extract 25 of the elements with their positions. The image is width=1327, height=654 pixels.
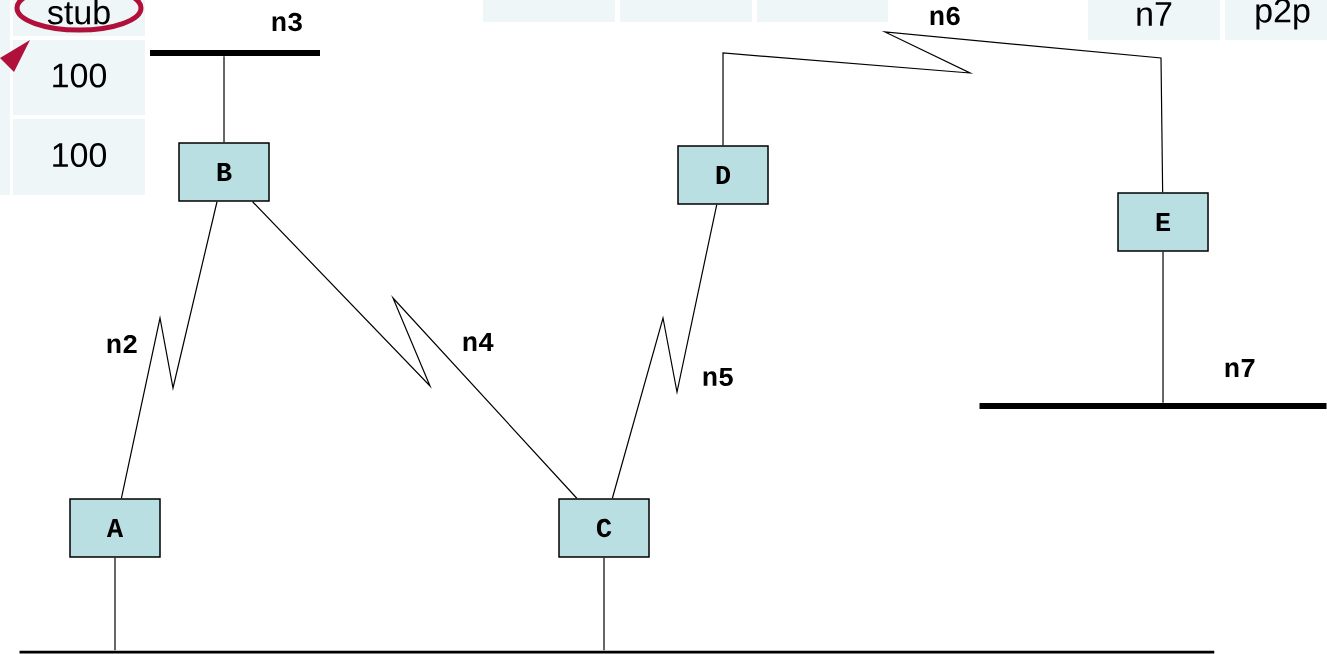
network-bus: n3	[150, 12, 320, 56]
table-cell: 100	[13, 40, 145, 115]
node-label: n3	[272, 12, 302, 32]
router-box: E	[1117, 192, 1209, 252]
serial-link	[252, 201, 578, 499]
network-bus: n7	[979, 359, 1327, 409]
link-line	[1162, 251, 1164, 404]
serial-link	[120, 201, 218, 499]
link-line	[603, 557, 605, 651]
router-box: B	[178, 142, 270, 202]
edge-label: n5	[700, 367, 736, 388]
router-box: D	[677, 145, 769, 205]
link-line	[223, 55, 225, 143]
network-bus	[19, 650, 1215, 654]
router-box: C	[558, 498, 650, 558]
serial-link	[722, 31, 1164, 193]
edge-label: n6	[927, 5, 963, 27]
edge-label: n4	[460, 332, 496, 352]
node-label: n7	[1225, 359, 1255, 377]
serial-link	[611, 204, 718, 499]
edge-label: n2	[104, 334, 140, 355]
table-cell: n7	[1088, 0, 1220, 40]
table-cell: 100	[13, 119, 145, 195]
router-box: A	[69, 498, 161, 558]
link-line	[114, 557, 116, 651]
